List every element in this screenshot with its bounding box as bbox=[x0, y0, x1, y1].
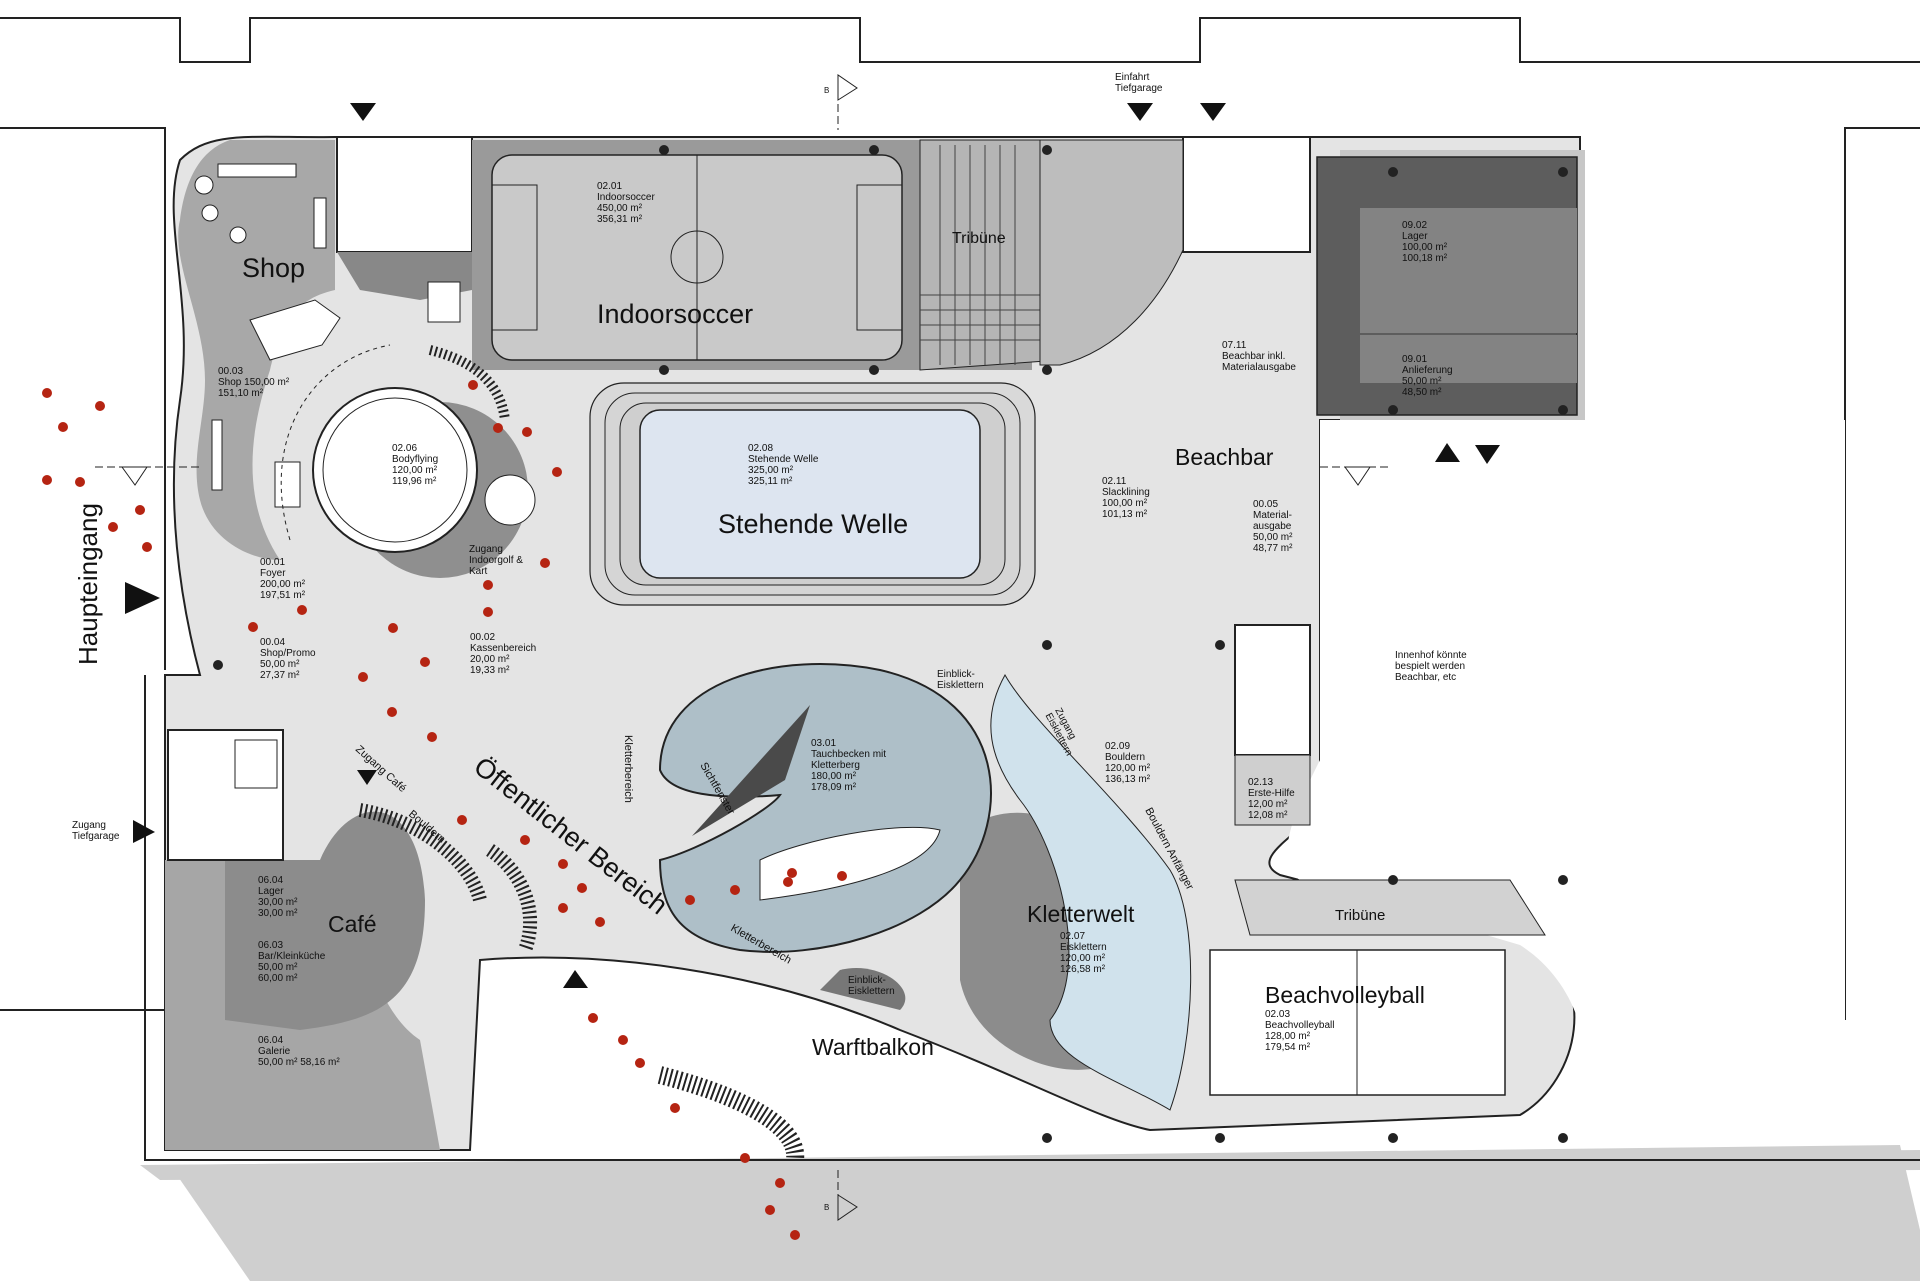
shop-rack bbox=[211, 419, 223, 491]
zone-stehende-welle: Stehende Welle bbox=[718, 509, 908, 539]
indoorsoccer-goal-box-right bbox=[856, 184, 903, 331]
stair-core-right bbox=[1182, 136, 1311, 253]
note-notes-einblick_2: Einblick-Eisklettern bbox=[848, 975, 895, 997]
shop-display bbox=[194, 175, 214, 195]
bodyflying-inner bbox=[322, 397, 468, 543]
tauchbecken-pool bbox=[658, 663, 992, 953]
cafe-bar bbox=[225, 811, 425, 1030]
outer-ground-shadow bbox=[140, 1145, 1920, 1281]
note-notes-einblick_1: Einblick-Eisklettern bbox=[937, 669, 984, 691]
bodyflying-door bbox=[484, 474, 536, 526]
neighbour-building-outline bbox=[0, 17, 1920, 1020]
zone-cafe: Café bbox=[328, 911, 377, 937]
indoorsoccer-goal-box-left bbox=[491, 184, 538, 331]
stair-core-top bbox=[336, 136, 473, 253]
storage-anlieferung bbox=[1360, 335, 1577, 383]
section-label-b: B bbox=[824, 86, 829, 95]
spiral-stair bbox=[428, 345, 510, 421]
zone-indoorsoccer: Indoorsoccer bbox=[597, 299, 753, 329]
stair-core-lift bbox=[427, 281, 461, 323]
tribuene-top-steps bbox=[920, 145, 1040, 365]
zone-beachvolleyball: Beachvolleyball bbox=[1265, 982, 1425, 1008]
main-entrance-label: Haupteingang bbox=[73, 503, 103, 665]
zone-tribuene-bottom: Tribüne bbox=[1335, 907, 1385, 924]
climbing-ramp bbox=[759, 826, 941, 901]
climbing-wall-dark bbox=[820, 968, 906, 1010]
garage-ramp bbox=[1039, 139, 1184, 366]
column-grid bbox=[213, 145, 1568, 1143]
erste-hilfe-room bbox=[1234, 754, 1311, 826]
zone-beachbar: Beachbar bbox=[1175, 444, 1274, 470]
arrow-icon bbox=[125, 103, 1500, 988]
shop-display bbox=[201, 204, 219, 222]
zone-tribuene-top: Tribüne bbox=[952, 230, 1006, 247]
zone-shop: Shop bbox=[242, 253, 305, 283]
path-dots bbox=[42, 380, 847, 1240]
shop-island bbox=[249, 299, 341, 361]
zone-warftbalkon: Warftbalkon bbox=[812, 1034, 934, 1060]
storage-lager bbox=[1360, 208, 1577, 333]
innenhof bbox=[1287, 420, 1845, 1145]
cafe-lift bbox=[234, 739, 278, 789]
section-label-b: B bbox=[824, 1203, 829, 1212]
shop-display bbox=[229, 226, 247, 244]
shop-counter bbox=[217, 163, 297, 178]
zone-kletterwelt: Kletterwelt bbox=[1027, 901, 1135, 927]
warftbalkon-stairs bbox=[657, 1066, 805, 1162]
erste-hilfe-core bbox=[1234, 624, 1311, 756]
indoorsoccer-center-circle bbox=[670, 230, 724, 284]
shop-rack bbox=[274, 461, 301, 508]
kletterbereich-label-1: Kletterbereich bbox=[622, 735, 634, 803]
welle-pool bbox=[639, 409, 981, 579]
section-marker-icon bbox=[95, 74, 1390, 1221]
kletterberg bbox=[692, 705, 810, 836]
cafe-stairs-2 bbox=[485, 844, 538, 953]
shop-dashed-arc bbox=[280, 344, 391, 541]
tribuene-bottom bbox=[1234, 879, 1546, 936]
eisklettern-flow bbox=[990, 673, 1192, 1111]
shop-shelf bbox=[313, 197, 327, 249]
cafe-stairs bbox=[358, 803, 487, 903]
